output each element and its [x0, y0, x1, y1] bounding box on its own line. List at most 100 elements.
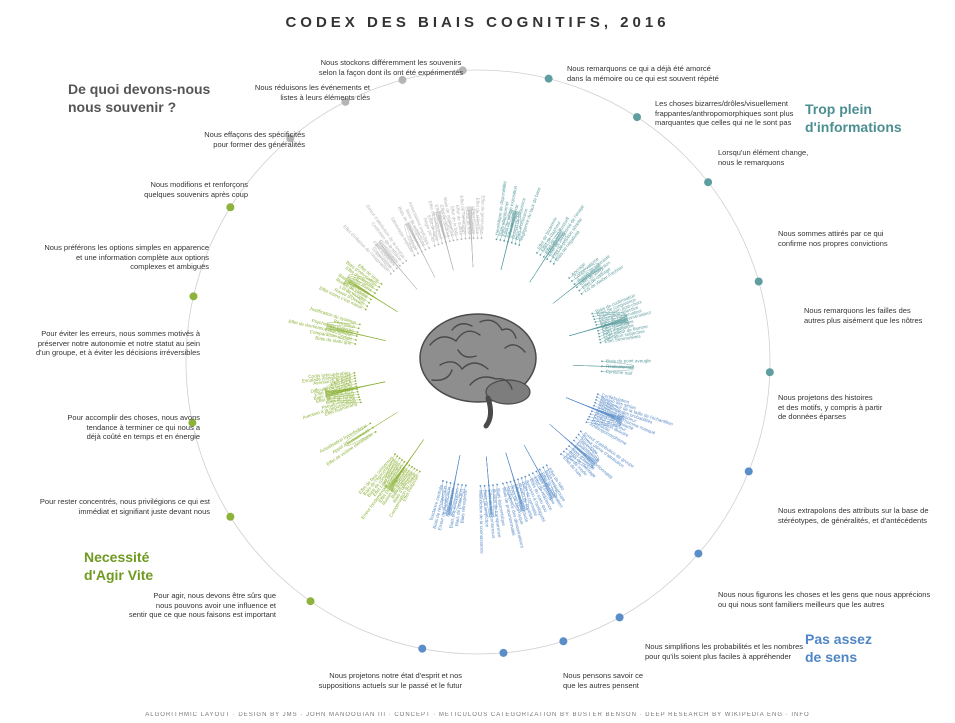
bias-node-info3-5 — [580, 292, 583, 295]
bias-node-info2-5 — [552, 262, 555, 265]
bias-node-speed5-4 — [408, 464, 411, 467]
bias-node-mean2-1 — [577, 433, 580, 436]
category-dots — [188, 66, 774, 657]
bias-node-info2-4 — [549, 260, 552, 263]
bias-node-speed1-5 — [373, 292, 376, 295]
bias-node-mean5-1 — [492, 484, 494, 486]
bias-node-info4-6 — [597, 329, 599, 332]
bias-node-mem3-1 — [417, 252, 419, 255]
bias-node-speed3-3 — [357, 393, 360, 396]
bias-node-info3-4 — [578, 289, 581, 292]
bias-node-info5-0 — [601, 360, 603, 363]
bias-node-mem1-0 — [460, 238, 463, 241]
bias-node-speed2-2 — [355, 335, 358, 337]
bias-node-speed3-0 — [359, 401, 362, 404]
bias-node-mean1-8 — [588, 415, 591, 418]
bias-node-mem2-5 — [452, 239, 455, 242]
branch-mean1-10 — [566, 397, 621, 427]
bias-node-mean2-6 — [565, 447, 568, 450]
bias-node-mean3-1 — [542, 466, 545, 469]
category-dot-info4 — [754, 277, 763, 286]
bias-node-info4-7 — [597, 332, 600, 335]
branch-info4-10 — [569, 322, 630, 343]
bias-node-speed5-10 — [394, 453, 396, 456]
bias-node-mean1-10 — [585, 421, 588, 424]
branch-speed2-5 — [326, 322, 386, 341]
branch-mean2-8 — [549, 424, 593, 469]
bias-node-speed5-9 — [396, 455, 399, 458]
desc-memory-4-l1: Nous modifions et renforçons — [150, 180, 248, 189]
heading-speed-line2: d'Agir Vite — [84, 567, 154, 583]
category-dot-mem4 — [286, 134, 295, 143]
bias-node-mem1-5 — [480, 237, 483, 239]
bias-node-mem3-0 — [413, 254, 416, 257]
bias-node-mem2-0 — [433, 244, 436, 247]
bias-label-mem1-3: Effet Google — [470, 209, 476, 235]
heading-speed-line1: Necessité — [84, 549, 150, 565]
bias-node-info4-8 — [598, 335, 601, 338]
category-dot-info1 — [544, 74, 553, 83]
bias-label-speed3-11: Coûts irrécupérables — [308, 370, 351, 379]
category-dot-mean2 — [694, 549, 703, 558]
desc-meaning-1-l2: et des motifs, y compris à partir — [778, 402, 883, 412]
desc-info-3: Lorsqu'un élément change, nous le remarq… — [718, 148, 838, 167]
bias-node-speed4-0 — [374, 431, 377, 433]
heading-info: Trop plein d'informations — [805, 100, 902, 136]
bias-node-mean4-5 — [505, 481, 508, 484]
bias-node-mean4-0 — [524, 475, 527, 478]
bias-label-mem2-6: Effet de la liste — [449, 206, 459, 237]
bias-node-mem4-2 — [395, 267, 398, 270]
desc-info-3-l1: Lorsqu'un élément change, — [718, 148, 809, 157]
bias-node-speed2-4 — [357, 327, 360, 330]
bias-node-speed3-1 — [358, 398, 361, 401]
bias-node-mean5-3 — [483, 484, 486, 487]
bias-node-mean1-6 — [590, 410, 593, 413]
bias-node-speed2-1 — [355, 339, 357, 341]
bias-node-speed5-2 — [413, 467, 416, 470]
desc-speed-3-l1: Pour accomplir des choses, nous avons — [67, 413, 200, 422]
bias-label-mem1-5: Effet de génération — [479, 195, 485, 234]
bias-node-info3-0 — [568, 277, 571, 279]
bias-node-mem3-3 — [424, 248, 427, 251]
desc-meaning-1: Nous projetons des histoires et des moti… — [778, 393, 918, 422]
desc-speed-3-l2: tendance à terminer ce qui nous a — [86, 422, 200, 432]
category-dot-mem1 — [458, 66, 467, 75]
category-dot-mean3 — [615, 613, 624, 622]
bias-node-mean4-6 — [501, 482, 504, 485]
desc-meaning-5-l1: Nous pensons savoir ce — [563, 671, 644, 680]
desc-speed-4-l1: Pour rester concentrés, nous privilégion… — [39, 497, 210, 506]
branch-speed1-8 — [348, 274, 398, 312]
bias-node-mem3-4 — [428, 247, 431, 249]
category-dot-speed4 — [226, 512, 235, 521]
bias-node-info4-4 — [595, 324, 598, 326]
desc-info-4-l2: confirme nos propres convictions — [778, 238, 888, 248]
bias-label-speed3-8: Effet IKEA — [330, 379, 353, 387]
desc-meaning-6-l2: suppositions actuels sur le passé et le … — [318, 680, 462, 690]
desc-info-5: Nous remarquons les failles des autres p… — [804, 306, 944, 325]
desc-info-2-l2: frappantes/anthropomorphiques sont plus — [655, 108, 794, 118]
desc-meaning-4-l2: pour qu'ils soient plus faciles à appréh… — [645, 651, 792, 661]
bias-node-mean6-4 — [449, 482, 452, 484]
heading-meaning-line2: de sens — [805, 649, 858, 665]
category-dot-speed3 — [188, 418, 197, 427]
desc-meaning-6: Nous projetons notre état d'esprit et no… — [292, 671, 462, 690]
branch-mem1-5 — [471, 206, 482, 268]
bias-node-speed3-9 — [354, 377, 356, 380]
desc-memory-3-l1: Nous effaçons des spécificités — [204, 130, 305, 139]
bias-node-mem1-4 — [476, 237, 479, 239]
bias-node-speed1-0 — [364, 308, 367, 311]
desc-speed-5-l1: Pour agir, nous devons être sûrs que — [153, 591, 276, 600]
bias-node-mean1-1 — [596, 396, 598, 398]
heading-meaning: Pas assez de sens — [805, 630, 872, 666]
bias-node-mean1-4 — [593, 404, 595, 407]
desc-memory-2-l2: listes à leurs éléments clés — [280, 92, 370, 102]
bias-node-mean3-0 — [545, 464, 548, 467]
bias-node-info1-0 — [495, 238, 498, 241]
bias-node-speed2-3 — [356, 331, 359, 334]
bias-node-mean3-4 — [531, 472, 534, 475]
bias-node-speed4-2 — [369, 422, 372, 425]
desc-meaning-4: Nous simplifions les probabilités et les… — [645, 642, 820, 661]
bias-label-mean5-2: Effet du faux consensus — [487, 489, 496, 539]
bias-node-info2-2 — [542, 256, 545, 258]
desc-speed-1-l1: Nous préférons les options simples en ap… — [44, 243, 209, 252]
